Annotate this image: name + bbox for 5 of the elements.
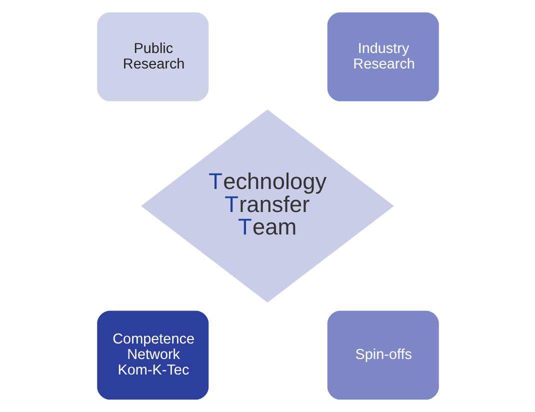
node-diamond: Technology Transfer Team xyxy=(140,109,394,303)
node-box: Public Research xyxy=(96,12,208,102)
node-box: Competence Network Kom-K-Tec xyxy=(96,310,208,400)
node-box: Spin-offs xyxy=(326,310,438,400)
node-box: Industry Research xyxy=(326,12,438,102)
